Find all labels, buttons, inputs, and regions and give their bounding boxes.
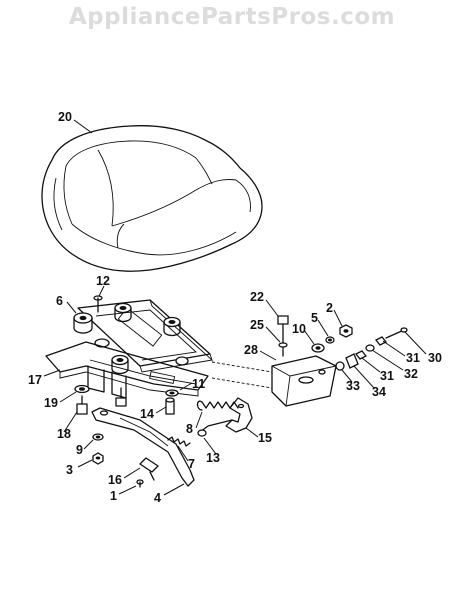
- nut-31b: [354, 350, 368, 360]
- callout-6: 6: [56, 294, 63, 308]
- callout-5: 5: [311, 311, 318, 325]
- spring-7: [167, 436, 191, 447]
- callout-labels: 20 12 6 17 19 18 9 3 16 1 4 7 14 11 8 13…: [28, 110, 442, 505]
- callout-2: 2: [326, 301, 333, 315]
- callout-32: 32: [404, 367, 418, 381]
- callout-3: 3: [66, 463, 73, 477]
- callout-7: 7: [188, 457, 195, 471]
- nut-2: [339, 324, 353, 338]
- callout-12: 12: [96, 274, 110, 288]
- pivot-hardware: [335, 327, 408, 371]
- callout-11: 11: [192, 377, 205, 391]
- callout-31a: 31: [406, 351, 420, 365]
- callout-15: 15: [258, 431, 272, 445]
- rubber-isolators: [73, 302, 181, 375]
- callout-34: 34: [372, 385, 386, 399]
- washer-19: [74, 384, 90, 394]
- watermark: AppliancePartsPros.com: [68, 4, 396, 30]
- washer-9: [92, 433, 104, 441]
- isolator-1: [73, 312, 93, 334]
- nut-31: [374, 336, 388, 346]
- callout-8: 8: [186, 422, 193, 436]
- callout-30: 30: [428, 351, 442, 365]
- callout-10: 10: [292, 322, 306, 336]
- callout-4: 4: [154, 491, 161, 505]
- spacer-32: [365, 344, 375, 352]
- washer-5: [325, 336, 335, 344]
- pin-16: [139, 457, 159, 481]
- isolator-2: [114, 302, 132, 323]
- seat-bracket: [45, 341, 209, 399]
- callout-16: 16: [108, 473, 122, 487]
- callout-17: 17: [28, 373, 42, 387]
- callout-19: 19: [44, 396, 58, 410]
- callout-33: 33: [346, 379, 360, 393]
- bolt-12: [93, 295, 103, 313]
- callout-20: 20: [58, 110, 72, 124]
- callout-22: 22: [250, 290, 264, 304]
- nut-3: [92, 452, 104, 465]
- bushing-33: [335, 361, 345, 371]
- callout-13: 13: [206, 451, 220, 465]
- callout-31b: 31: [380, 369, 394, 383]
- alignment-lines: [211, 361, 273, 389]
- bushing-14: [165, 397, 175, 415]
- right-bracket-28: [271, 355, 337, 407]
- callout-25: 25: [250, 318, 264, 332]
- washer-25: [278, 342, 288, 348]
- seat-cushion: [41, 125, 263, 272]
- callout-28: 28: [244, 343, 258, 357]
- callout-1: 1: [110, 489, 117, 503]
- washer-11: [165, 389, 179, 397]
- adjuster-bar: [91, 407, 195, 487]
- latch-15: [225, 397, 253, 433]
- washer-10: [311, 343, 325, 353]
- bushing-34: [345, 353, 359, 369]
- callout-14: 14: [140, 407, 154, 421]
- bolt-30: [385, 327, 408, 339]
- bolt-13: [197, 419, 233, 437]
- callout-9: 9: [76, 443, 83, 457]
- callout-18: 18: [57, 427, 71, 441]
- bolts-18: [76, 387, 127, 415]
- bolt-22: [277, 315, 289, 357]
- leader-lines: [43, 119, 427, 496]
- isolator-4: [111, 354, 129, 375]
- isolator-3: [163, 316, 181, 337]
- cotter-1: [136, 479, 144, 488]
